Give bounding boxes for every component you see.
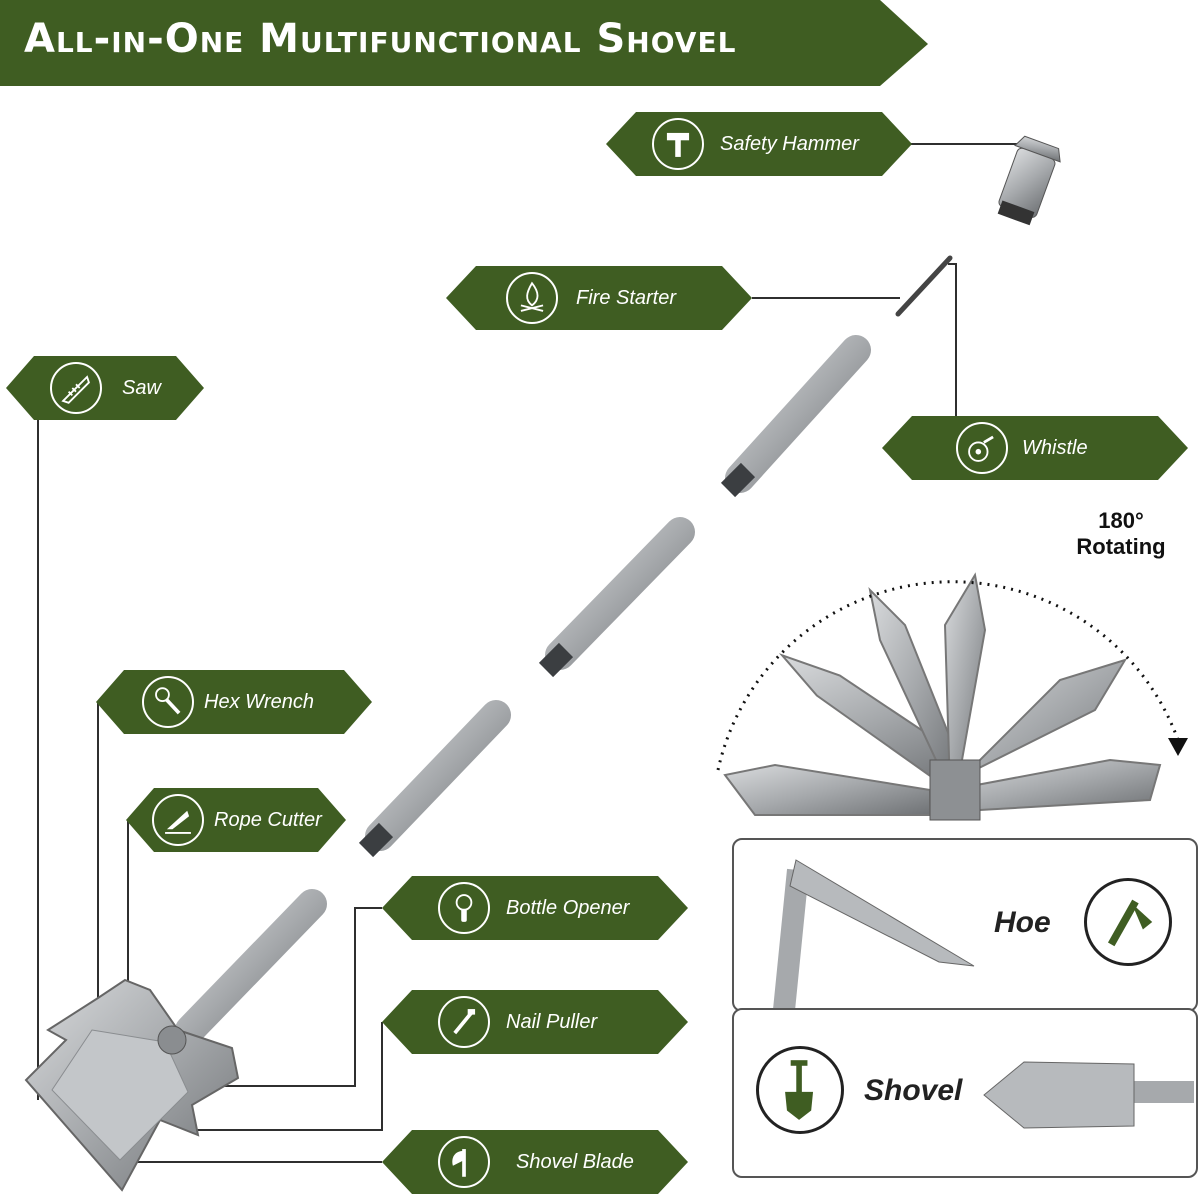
tag-label: Rope Cutter: [214, 809, 322, 831]
tag-label: Hex Wrench: [204, 691, 315, 713]
page-title: All-in-One Multifunctional Shovel: [24, 16, 737, 62]
rotation-label: Rotating: [1076, 534, 1166, 559]
handle-segment-2: [538, 517, 695, 678]
tag-fire-starter: Fire Starter: [446, 266, 752, 330]
tag-saw: Saw: [6, 356, 204, 420]
hammer-icon: [652, 118, 704, 170]
rotation-degrees: 180°: [1098, 508, 1144, 533]
bottle-opener-icon: [438, 882, 490, 934]
safety-hammer-part: [997, 135, 1061, 226]
tag-label: Fire Starter: [576, 287, 677, 309]
tag-shovel-blade: Shovel Blade: [382, 1130, 688, 1194]
rotation-caption: 180° Rotating: [1056, 508, 1186, 560]
tag-whistle: Whistle: [882, 416, 1188, 480]
whistle-icon: [956, 422, 1008, 474]
saw-icon: [50, 362, 102, 414]
tag-label: Nail Puller: [506, 1011, 598, 1033]
handle-segment-3: [358, 700, 511, 858]
title-banner: All-in-One Multifunctional Shovel: [0, 0, 930, 86]
rope-cutter-icon: [152, 794, 204, 846]
tag-rope-cutter: Rope Cutter: [126, 788, 346, 852]
mode-label-shovel: Shovel: [864, 1074, 963, 1107]
axe-icon: [438, 1136, 490, 1188]
rotation-arrow-icon: [1168, 738, 1188, 756]
mode-panel-hoe: Hoe: [732, 838, 1198, 1012]
tag-label: Whistle: [1022, 437, 1088, 459]
tag-label: Safety Hammer: [720, 133, 859, 155]
tag-bottle-opener: Bottle Opener: [382, 876, 688, 940]
tag-label: Shovel Blade: [516, 1151, 634, 1173]
tag-label: Bottle Opener: [506, 897, 630, 919]
fire-icon: [506, 272, 558, 324]
tag-nail-puller: Nail Puller: [382, 990, 688, 1054]
hoe-icon: [1084, 878, 1172, 966]
handle-segment-1: [720, 335, 871, 498]
shovel-main-part: [24, 889, 327, 1192]
fire-starter-part: [895, 255, 953, 317]
nail-puller-icon: [438, 996, 490, 1048]
tag-safety-hammer: Safety Hammer: [606, 112, 912, 176]
wrench-icon: [142, 676, 194, 728]
mode-label-hoe: Hoe: [994, 906, 1051, 939]
rotating-blades-illustration: [723, 572, 1162, 821]
shovel-icon: [756, 1046, 844, 1134]
mode-panel-shovel: Shovel: [732, 1008, 1198, 1178]
tag-label: Saw: [122, 377, 161, 399]
tag-hex-wrench: Hex Wrench: [96, 670, 372, 734]
